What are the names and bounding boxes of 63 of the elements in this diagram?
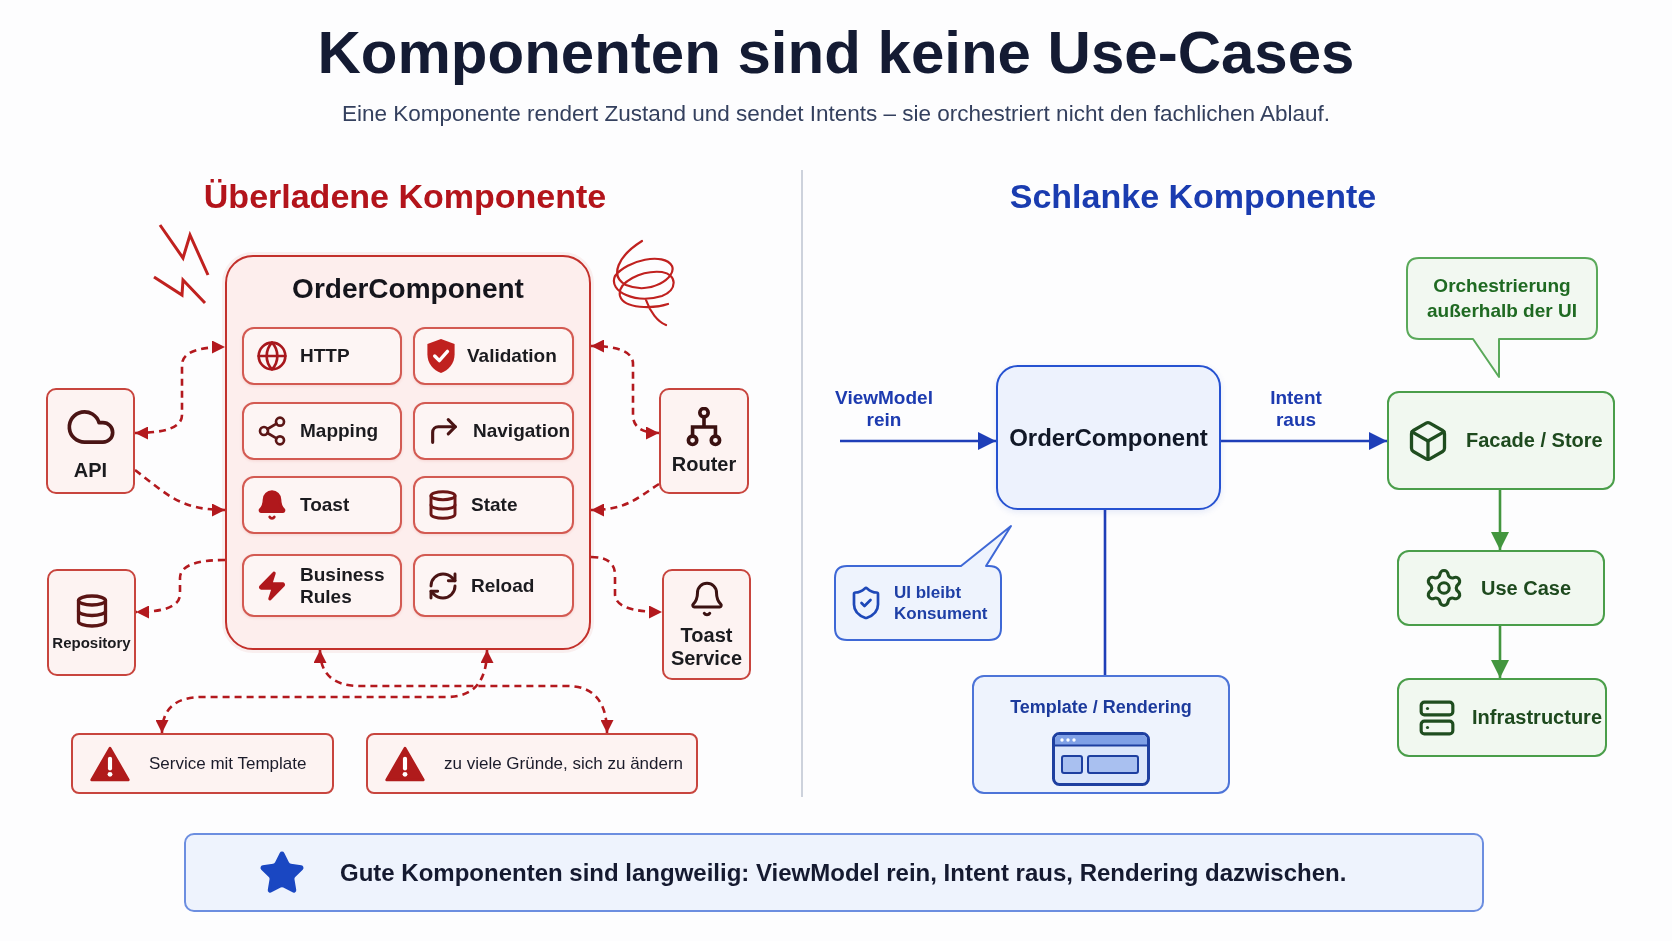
dependency-card [662,569,751,680]
warning-card [366,733,698,794]
dependency-label: API [73,458,108,482]
dashed-arrow [590,482,660,517]
arrow [1221,432,1387,450]
concern-label: Reload [471,574,535,597]
dashed-arrow [135,558,226,619]
concern-card [242,327,402,385]
dependency-label: Toast Service [669,624,744,669]
dashed-arrow [134,468,226,517]
warning-card [71,733,334,794]
connector-line [1103,510,1107,675]
concern-label: Toast [300,494,350,516]
component-container [225,255,591,650]
callout-text: Orchestrierung außerhalb der UI [1426,273,1578,323]
concern-label: State [471,494,518,516]
concern-card [413,476,574,534]
template-panel [972,675,1230,794]
dashed-arrow [156,649,493,734]
dashed-arrow [590,339,660,440]
layer-box [1397,550,1605,626]
layer-box [1387,391,1615,490]
concern-label: HTTP [300,345,350,367]
warning-text: zu viele Gründe, sich zu ändern [444,753,684,774]
arrow [1491,490,1509,550]
summary-text: Gute Komponenten sind langweilig: ViewModel rein, Intent raus, Rendering dazwischen. [340,858,1347,887]
section-heading: Überladene Komponente [203,176,607,217]
section-heading: Schlanke Komponente [1009,176,1377,217]
concern-card [413,554,574,617]
subtitle: Eine Komponente rendert Zustand und sendet Intents – sie orchestriert nicht den fachlichen Ablauf. [341,100,1331,127]
component-box [996,365,1221,510]
layer-label: Facade / Store [1466,429,1603,452]
concern-label: Business Rules [300,563,386,608]
layer-label: Use Case [1481,576,1572,600]
speech-bubble [834,525,1013,641]
dashed-arrow [590,555,663,619]
component-title: OrderComponent [1009,423,1208,452]
dependency-card [659,388,749,494]
component-title: OrderComponent [292,273,524,305]
arrow [1491,626,1509,678]
concern-label: Mapping [300,420,379,442]
concern-card [413,327,574,385]
concern-card [242,554,402,617]
dependency-card [47,569,136,676]
dependency-card [46,388,135,494]
warning-text: Service mit Template [149,753,307,774]
concern-card [242,402,402,460]
diagram-title: Komponenten sind keine Use-Cases [317,20,1355,86]
summary-banner [184,833,1484,912]
layer-box [1397,678,1607,757]
dependency-label: Router [671,452,737,476]
panel-title: Template / Rendering [1010,697,1192,718]
concern-label: Validation [467,345,557,367]
layer-label: Infrastructure [1472,706,1603,729]
dashed-arrow [314,649,613,734]
dashed-arrow [134,340,226,440]
speech-bubble [1406,257,1598,378]
concern-label: Navigation [473,420,571,442]
callout-text: UI bleibt Konsument [894,581,989,625]
arrow [840,432,996,450]
dependency-label: Repository [52,635,131,652]
concern-card [242,476,402,534]
concern-card [413,402,574,460]
